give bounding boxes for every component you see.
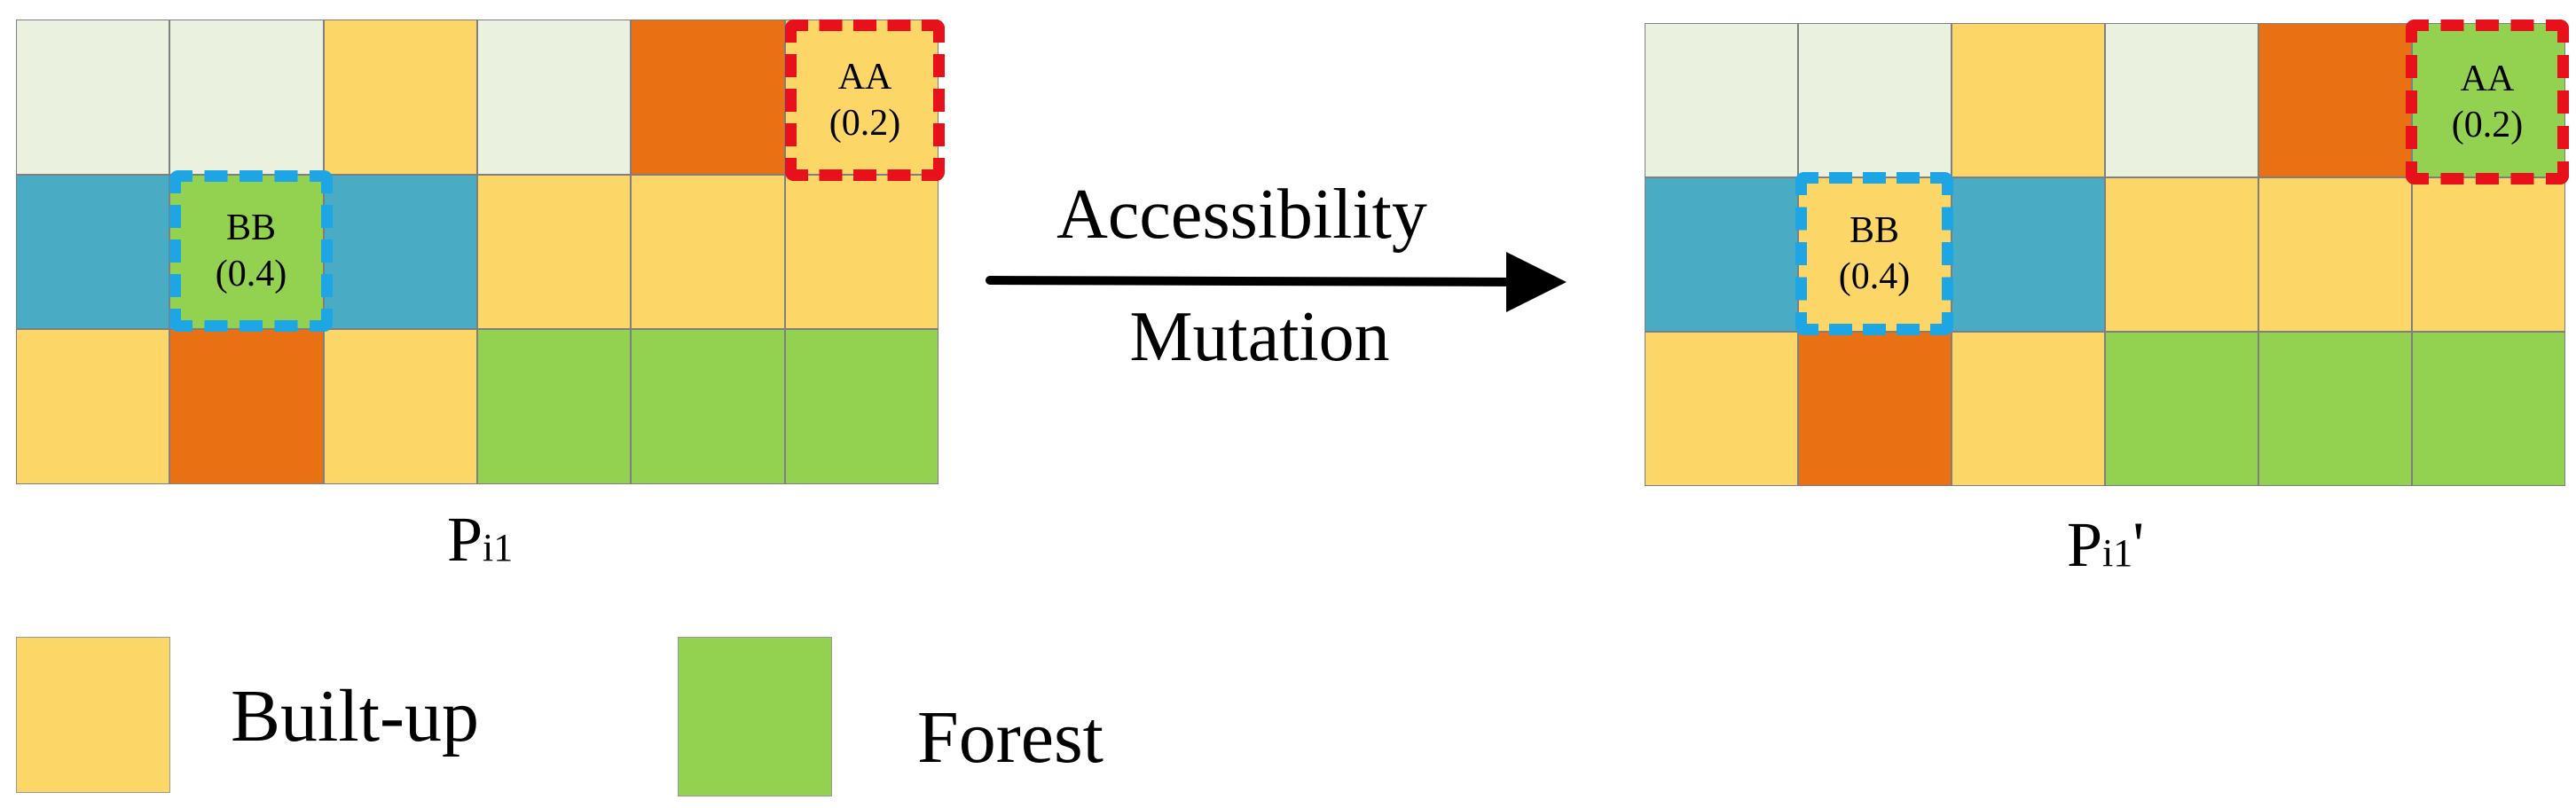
- aa-name-left: AA: [837, 56, 892, 98]
- grid-cell-water: [1645, 177, 1798, 332]
- grid-cell-orange: [1798, 332, 1952, 486]
- grid-cell-forest: [2412, 23, 2565, 177]
- grid-cell-built-up: [2105, 177, 2258, 332]
- grid-cell-water: [323, 174, 477, 330]
- grid-left-label: Pi1: [447, 504, 514, 575]
- grid-left: [16, 20, 939, 484]
- grid-cell-built-up: [2412, 177, 2565, 332]
- grid-cell-built-up: [16, 329, 170, 484]
- bb-name-right: BB: [1849, 209, 1900, 251]
- grid-cell-water: [1952, 177, 2105, 332]
- legend-swatch-forest: [678, 637, 832, 796]
- arrow-icon: [986, 252, 1567, 312]
- arrow-label-line1: Accessibility: [1056, 176, 1427, 254]
- grid-cell-pale: [476, 20, 632, 175]
- grid-cell-built-up: [476, 174, 632, 330]
- grid-cell-built-up: [1952, 23, 2105, 177]
- grid-cell-pale: [1798, 23, 1952, 177]
- aa-cell-highlight-left: AA (0.2): [785, 20, 945, 181]
- grid-cell-orange: [631, 20, 785, 175]
- grid-cell-orange: [2258, 23, 2412, 177]
- grid-cell-forest: [2258, 332, 2412, 486]
- grid-cell-pale: [2105, 23, 2258, 177]
- grid-cell-forest: [2412, 332, 2565, 486]
- aa-name-right: AA: [2460, 58, 2515, 99]
- grid-right-label: Pi1': [2067, 509, 2145, 580]
- legend-label-built-up: Built-up: [231, 675, 480, 757]
- grid-cell-forest: [476, 329, 632, 484]
- grid-cell-pale: [1645, 23, 1798, 177]
- grid-cell-built-up: [2258, 177, 2412, 332]
- aa-value-right: (0.2): [2451, 105, 2524, 145]
- bb-cell-highlight-right: BB (0.4): [1795, 172, 1953, 335]
- grid-cell-built-up: [631, 174, 785, 330]
- legend-swatch-built-up: [16, 637, 170, 793]
- aa-cell-highlight-right: AA (0.2): [2406, 20, 2569, 184]
- grid-cell-built-up: [323, 329, 477, 484]
- legend-label-forest: Forest: [917, 696, 1103, 779]
- grid-cell-water: [16, 174, 170, 330]
- bb-cell-highlight-left: BB (0.4): [169, 170, 333, 332]
- grid-cell-forest: [631, 329, 785, 484]
- grid-cell-pale: [16, 20, 170, 175]
- bb-value-left: (0.4): [215, 254, 287, 294]
- grid-cell-built-up: [1952, 332, 2105, 486]
- grid-cell-built-up: [323, 20, 477, 175]
- grid-cell-built-up: [784, 20, 939, 175]
- grid-cell-orange: [169, 329, 324, 484]
- grid-cell-built-up: [784, 174, 939, 330]
- grid-cell-pale: [169, 20, 324, 175]
- bb-value-right: (0.4): [1838, 256, 1911, 297]
- grid-cell-forest: [2105, 332, 2258, 486]
- grid-cell-forest: [784, 329, 939, 484]
- grid-right: [1645, 23, 2565, 486]
- aa-value-left: (0.2): [829, 103, 901, 144]
- bb-name-left: BB: [225, 207, 277, 248]
- grid-cell-built-up: [1645, 332, 1798, 486]
- arrow-label-line2: Mutation: [1129, 298, 1390, 376]
- grid-cell-built-up: [1798, 177, 1952, 332]
